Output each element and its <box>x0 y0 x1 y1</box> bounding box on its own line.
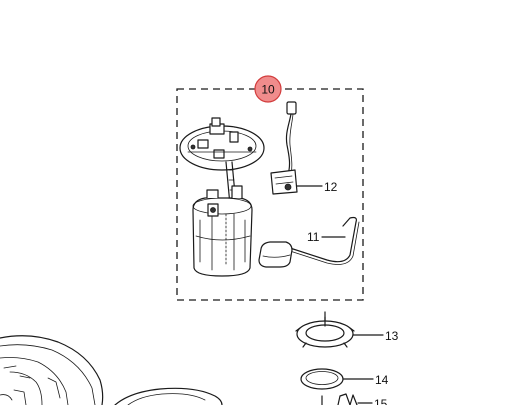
wire-connector <box>286 101 297 115</box>
seal-ring <box>300 368 344 390</box>
level-sender-assembly <box>270 101 298 195</box>
callout-10-label: 10 <box>261 83 275 97</box>
pump-reservoir <box>192 185 253 277</box>
pump-flange <box>179 117 265 171</box>
callout-10[interactable]: 10 <box>254 75 282 103</box>
fuel-tank-outline <box>0 335 223 405</box>
float-arm-wire <box>289 216 357 263</box>
callout-14-label: 14 <box>375 373 389 387</box>
leader-lines <box>296 185 384 404</box>
callout-13-label: 13 <box>385 329 399 343</box>
lock-ring <box>295 311 355 348</box>
callout-15-label: 15 <box>374 397 388 405</box>
callout-12-label: 12 <box>324 180 338 194</box>
callout-10-circle <box>254 75 282 103</box>
part-15-bottom <box>321 393 358 405</box>
callout-11-label: 11 <box>307 230 320 244</box>
sender-wire <box>285 113 292 175</box>
float-arm-assembly <box>258 216 360 268</box>
float <box>258 241 293 268</box>
assembly-dashed-boundary <box>176 88 364 301</box>
